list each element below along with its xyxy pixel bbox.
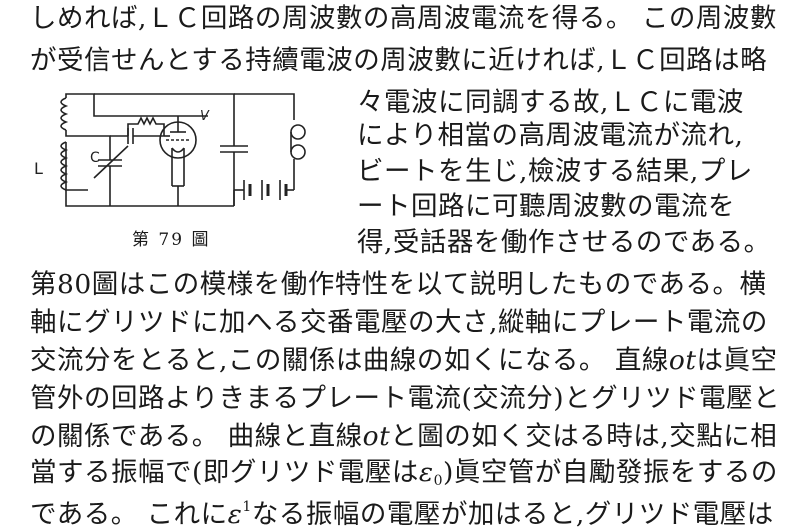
circuit-wires (60, 93, 306, 207)
text-line-8-d: )眞空管が自勵發振をするの (443, 457, 778, 488)
text-line-side-1: 々電波に同調する故,ＬＣに電波 (357, 87, 744, 118)
text-line-8-a: 當する振幅で(即グリツド電壓は (30, 457, 419, 488)
symbol-epsilon-2: ε (227, 499, 243, 530)
text-line-7: の關係である。 曲線と直線otと圖の如く交はる時は,交點に相 (30, 420, 777, 454)
text-line-5-c: は眞空 (696, 345, 778, 376)
subscript-0: 0 (433, 473, 443, 489)
label-C: C (90, 150, 100, 166)
text-line-4: 軸にグリツドに加へる交番電壓の大さ,縱軸にプレート電流の (30, 307, 768, 338)
text-line-2: が受信せんとする持續電波の周波數に近ければ,ＬＣ回路は略 (30, 45, 768, 76)
text-line-7-a: の關係である。 曲線と直線 (30, 421, 363, 452)
symbol-epsilon: ε (418, 457, 434, 488)
text-line-9-d: なる振幅の電壓が加はると,グリツド電壓は (251, 499, 774, 530)
text-line-5-a: 交流分をとると,この關係は曲線の如くになる。 直線 (30, 345, 669, 376)
symbol-ot: ot (668, 345, 697, 376)
text-line-6: 管外の回路よりきまるプレート電流(交流分)とグリツド電壓と (30, 383, 781, 414)
text-line-5: 交流分をとると,この關係は曲線の如くになる。 直線otは眞空 (30, 344, 777, 378)
label-V: V (200, 109, 210, 124)
text-line-side-4: ート回路に可聽周波數の電流を (357, 191, 735, 222)
text-line-9-a: である。 これに (30, 499, 228, 530)
text-line-side-2: により相當の高周波電流が流れ, (357, 120, 744, 151)
upper-coil (60, 97, 69, 131)
text-line-side-3: ビートを生じ,檢波する結果,プレ (357, 156, 753, 187)
superscript-1: 1 (242, 499, 252, 515)
text-line-7-c: と圖の如く交はる時は,交點に相 (390, 421, 778, 452)
circuit-diagram-figure-79: L C V (34, 93, 306, 207)
text-line-8: 當する振幅で(即グリツド電壓はε0)眞空管が自勵發振をするの (30, 456, 778, 498)
text-line-3: 第80圖はこの模様を働作特性を以て説明したものである。横 (30, 269, 767, 300)
text-line-1: しめれば,ＬＣ回路の周波數の高周波電流を得る。 この周波數 (30, 3, 777, 34)
text-line-side-5: 得,受話器を働作させるのである。 (357, 227, 771, 258)
symbol-ot-2: ot (362, 421, 391, 452)
figure-caption: 第 79 圖 (132, 230, 211, 250)
label-L: L (34, 159, 43, 178)
text-line-9: である。 これにε1なる振幅の電壓が加はると,グリツド電壓は (30, 490, 774, 532)
